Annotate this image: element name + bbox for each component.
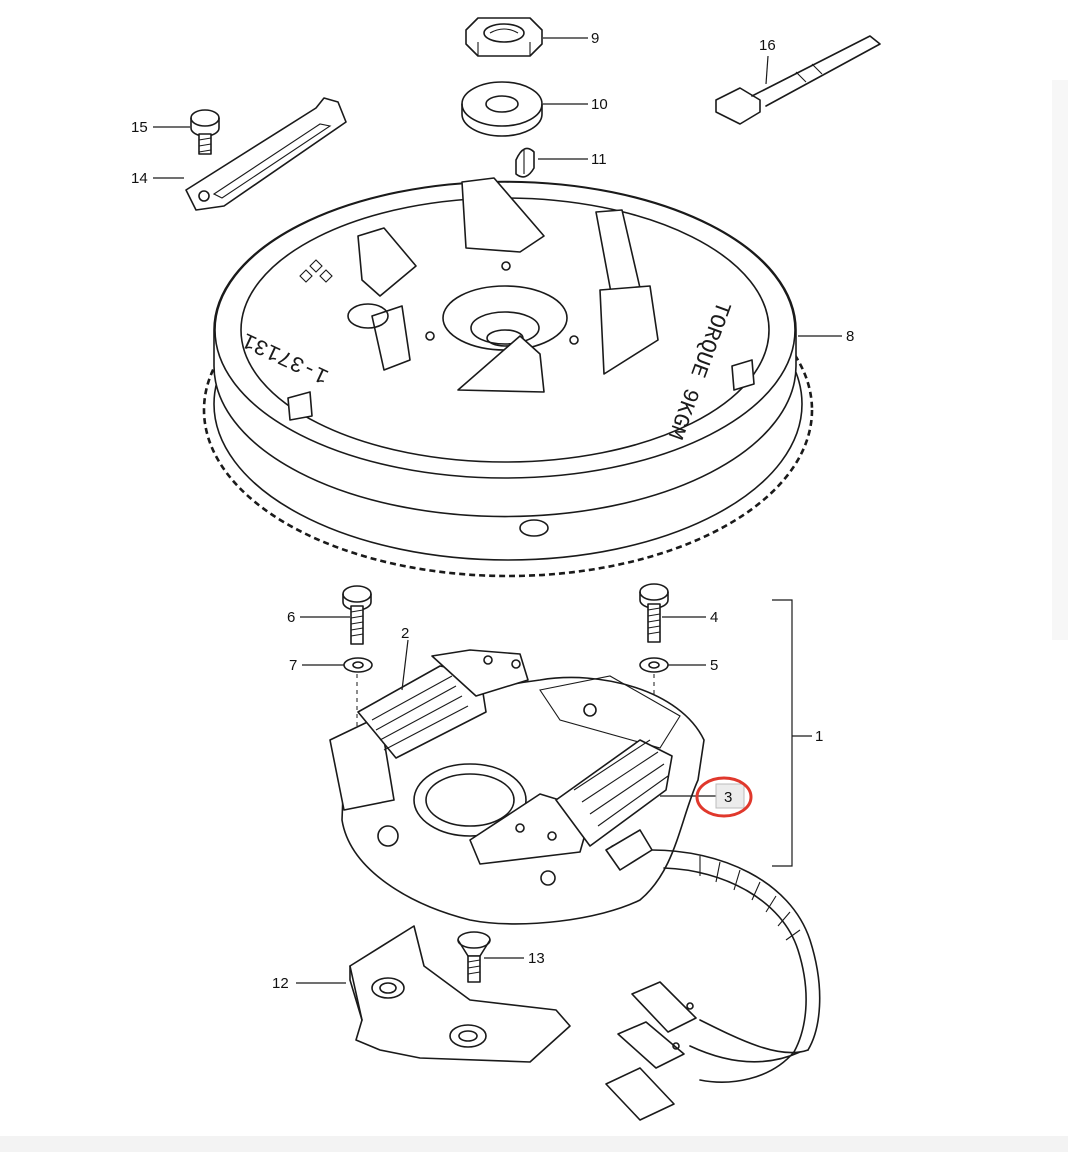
callout-13: 13 [528, 950, 545, 967]
callout-4: 4 [710, 609, 718, 626]
callout-11: 11 [591, 151, 607, 168]
callout-12: 12 [272, 975, 289, 992]
part-13-screw[interactable] [457, 931, 491, 983]
wire-harness[interactable] [651, 849, 821, 1083]
part-12-base-plate[interactable] [349, 925, 571, 1063]
part-11-key[interactable] [515, 147, 535, 178]
bottom-scroll-area [0, 1136, 1068, 1152]
highlight-circle [695, 776, 753, 818]
callout-16: 16 [759, 37, 776, 54]
part-10-washer[interactable] [461, 81, 543, 137]
part-2-charge-coil[interactable] [329, 649, 529, 811]
bracket-1 [772, 599, 793, 867]
part-6-screw[interactable] [342, 585, 372, 645]
part-7-washer[interactable] [343, 657, 373, 673]
part-4-screw[interactable] [639, 583, 669, 643]
callout-9: 9 [591, 30, 599, 47]
part-9-nut[interactable] [465, 17, 543, 57]
part-8-flywheel[interactable]: 1-37131 TORQUE 9KGM [202, 177, 814, 578]
leader-2 [401, 639, 409, 691]
part-3-pulser-coil[interactable] [469, 739, 673, 871]
page-edge-shade [1052, 80, 1068, 640]
callout-5: 5 [710, 657, 718, 674]
callout-10: 10 [591, 96, 608, 113]
callout-1: 1 [815, 728, 823, 745]
part-5-washer[interactable] [639, 657, 669, 673]
part-14-bracket[interactable] [185, 97, 347, 211]
callout-8: 8 [846, 328, 854, 345]
part-16-cable-tie[interactable] [715, 35, 881, 125]
leader-16 [765, 55, 769, 85]
connector-plugs[interactable] [605, 981, 697, 1121]
callout-3-box [715, 783, 745, 809]
callout-14: 14 [131, 170, 148, 187]
callout-15: 15 [131, 119, 148, 136]
callout-6: 6 [287, 609, 295, 626]
part-15-screw[interactable] [190, 109, 220, 155]
callout-2: 2 [401, 625, 409, 642]
callout-3: 3 [724, 789, 732, 806]
callout-7: 7 [289, 657, 297, 674]
